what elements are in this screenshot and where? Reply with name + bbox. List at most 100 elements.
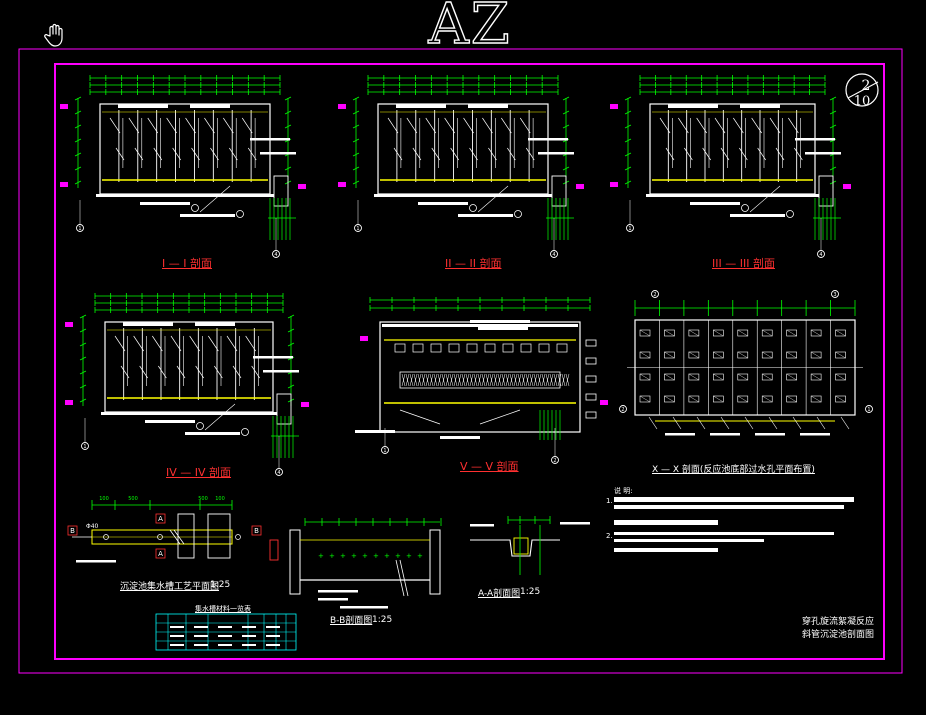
- axis-bubble-label: 4: [277, 470, 280, 476]
- tank-section-2: 14: [338, 75, 584, 258]
- axis-bubble: 1: [865, 405, 873, 413]
- axis-bubble-label: 1: [78, 226, 81, 232]
- axis-bubble-label: 2: [553, 458, 556, 464]
- axis-bubble: 1: [76, 224, 84, 232]
- orifice-mark: +: [417, 552, 423, 560]
- axis-bubble: 4: [272, 250, 280, 258]
- notes-heading: 说 明:: [614, 487, 633, 495]
- axis-bubble: 1: [381, 446, 389, 454]
- section-title-3: III — III 剖面: [712, 257, 775, 270]
- plan-title: 沉淀池集水槽工艺平面图: [120, 582, 220, 592]
- notes-text-block: [614, 497, 854, 552]
- elevation-tag: [843, 184, 851, 189]
- dimension-text: 100: [99, 496, 109, 502]
- tank-section-3: 14: [610, 75, 851, 258]
- dimension-text: 100: [215, 496, 225, 502]
- axis-bubble-label: 2: [621, 407, 624, 413]
- orifice-mark: +: [362, 552, 368, 560]
- axis-bubble-label: 1: [383, 448, 386, 454]
- axis-bubble-label: 2: [653, 292, 656, 298]
- orifice-mark: +: [384, 552, 390, 560]
- orifice-mark: +: [318, 552, 324, 560]
- cut-marker-label: A: [158, 550, 163, 558]
- axis-bubble-label: 1: [628, 226, 631, 232]
- elevation-tag: [60, 182, 68, 187]
- axis-bubble: 2: [651, 290, 659, 298]
- tank-section-1: 14: [60, 75, 306, 258]
- axis-bubble: 2: [551, 456, 559, 464]
- orifice-mark: +: [406, 552, 412, 560]
- elevation-tag: [65, 322, 73, 327]
- aa-section-detail: [470, 516, 590, 575]
- axis-bubble: 4: [817, 250, 825, 258]
- sheet-number-badge: 2 10: [845, 73, 879, 109]
- material-table-title: 集水槽材料一览表: [195, 605, 251, 613]
- section-title-1: I — I 剖面: [162, 257, 212, 270]
- title-block-line-2: 斜管沉淀池剖面图: [802, 630, 875, 640]
- elevation-tag: [610, 104, 618, 109]
- cut-marker-label: B: [70, 527, 75, 535]
- orifice-mark: +: [329, 552, 335, 560]
- cut-marker-label: B: [254, 527, 259, 535]
- dimension-text: 500: [198, 496, 208, 502]
- elevation-tag: [610, 182, 618, 187]
- title-block-line-1: 穿孔旋流絮凝反应: [802, 617, 875, 627]
- tube-settler: [399, 371, 561, 389]
- orifice-mark: +: [351, 552, 357, 560]
- axis-bubble-label: 1: [356, 226, 359, 232]
- section-cut-marker: [155, 513, 166, 524]
- section-title-5: V — V 剖面: [460, 460, 519, 473]
- sheet-number-bottom: 10: [854, 94, 871, 109]
- axis-bubble: 4: [550, 250, 558, 258]
- bb-title: B-B剖面图: [330, 616, 373, 626]
- bb-section-detail: ++++++++++: [269, 518, 442, 609]
- section-cut-marker: [67, 525, 78, 536]
- axis-bubble-label: 4: [274, 252, 277, 258]
- section-title-4: IV — IV 剖面: [166, 466, 232, 479]
- axis-bubble: 2: [619, 405, 627, 413]
- axis-bubble: 1: [354, 224, 362, 232]
- inner-frame: [54, 63, 885, 660]
- material-table: [155, 613, 297, 651]
- section-cut-marker: [155, 548, 166, 559]
- drawing-title-az: AZ: [428, 0, 512, 58]
- tank-section-4: 14: [65, 293, 309, 476]
- bb-scale: 1:25: [372, 615, 393, 625]
- elevation-tag: [301, 402, 309, 407]
- aa-title: A-A剖面图: [478, 589, 521, 599]
- plan-scale: 1:25: [210, 580, 231, 590]
- section-title-6: X — X 剖面(反应池底部过水孔平面布置): [652, 465, 815, 475]
- section-title-2: II — II 剖面: [445, 257, 502, 270]
- elevation-tag: [338, 182, 346, 187]
- axis-bubble-label: 4: [552, 252, 555, 258]
- sedimentation-section-5: 12: [355, 297, 608, 464]
- aa-scale: 1:25: [520, 587, 541, 597]
- orifice-mark: +: [340, 552, 346, 560]
- orifice-mark: +: [373, 552, 379, 560]
- axis-bubble-label: 3: [833, 292, 836, 298]
- axis-bubble-label: 4: [819, 252, 822, 258]
- notes-item-1: 1.: [606, 497, 613, 505]
- sheet-number-top: 2: [862, 78, 871, 94]
- hand-pan-icon[interactable]: [42, 22, 68, 48]
- notes-item-2: 2.: [606, 532, 613, 540]
- axis-bubble: 1: [626, 224, 634, 232]
- axis-bubble: 1: [81, 442, 89, 450]
- section-cut-marker: [251, 525, 262, 536]
- elevation-tag: [338, 104, 346, 109]
- elevation-tag: [60, 104, 68, 109]
- cut-marker-label: A: [158, 515, 163, 523]
- plan-grid-section-6: 2 2 1 3: [619, 290, 873, 436]
- axis-bubble: 4: [275, 468, 283, 476]
- elevation-tag: [576, 184, 584, 189]
- elevation-tag: [298, 184, 306, 189]
- elevation-tag: [65, 400, 73, 405]
- dimension-text: 500: [128, 496, 138, 502]
- axis-bubble: 3: [831, 290, 839, 298]
- axis-bubble-label: 1: [83, 444, 86, 450]
- outer-frame: [18, 48, 903, 674]
